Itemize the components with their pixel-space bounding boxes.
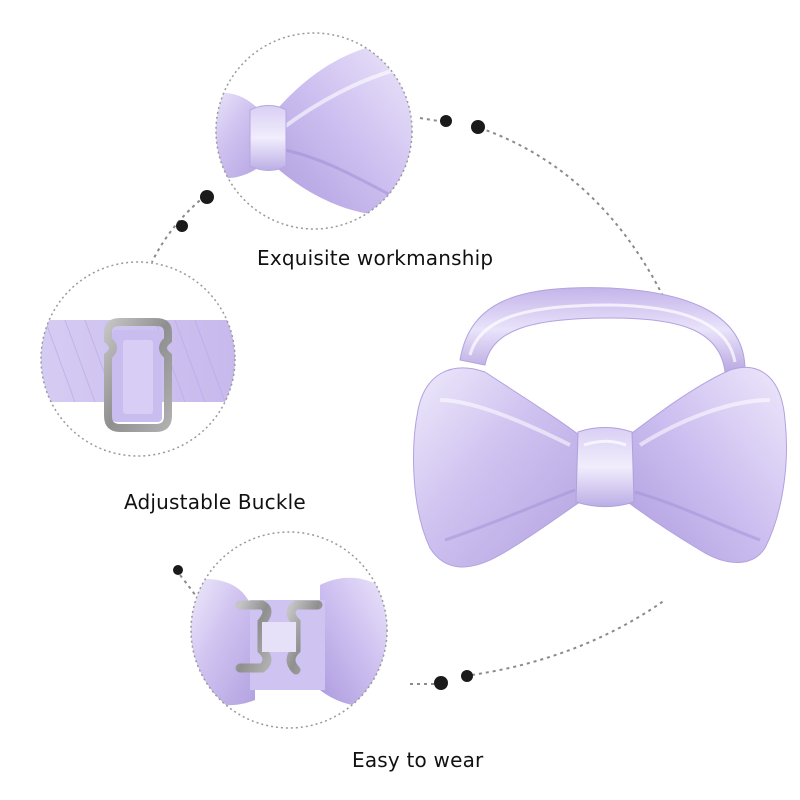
connector-dots <box>173 115 485 690</box>
dot <box>176 220 188 232</box>
connector-top-left <box>151 195 206 263</box>
dot <box>461 670 473 682</box>
dot <box>173 565 183 575</box>
connector-bottom-right <box>464 599 666 677</box>
caption-workmanship: Exquisite workmanship <box>257 246 494 270</box>
caption-easy-to-wear: Easy to wear <box>352 748 484 772</box>
clasp-closeup <box>190 531 388 729</box>
dot <box>434 676 448 690</box>
connector-top-right <box>479 127 666 301</box>
dot <box>440 115 452 127</box>
workmanship-closeup <box>215 32 413 230</box>
buckle-closeup <box>40 261 236 457</box>
caption-adjustable-buckle: Adjustable Buckle <box>124 490 306 514</box>
dot <box>471 120 485 134</box>
dot <box>200 190 214 204</box>
bow-tie-product <box>413 287 787 568</box>
